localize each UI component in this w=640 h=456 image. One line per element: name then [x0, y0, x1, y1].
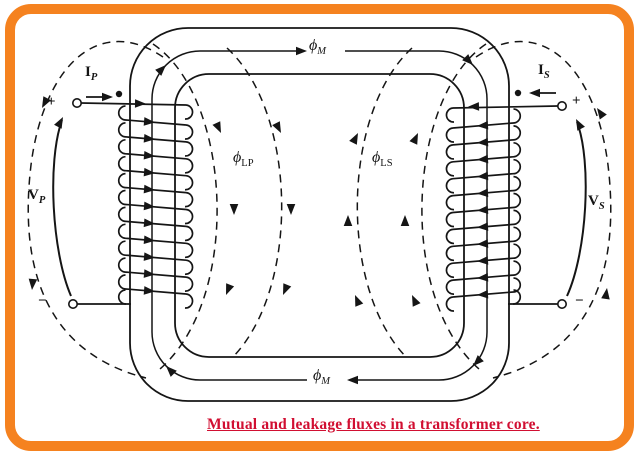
- plus-sign-primary: +: [47, 94, 56, 110]
- primary-right-turn-arcs: [184, 104, 194, 309]
- leakage-secondary-arrows: [343, 105, 612, 307]
- leakage-secondary-outer-loop: [475, 40, 612, 379]
- voltage-primary-arc: [52, 119, 72, 297]
- leakage-primary-window-inner: [152, 43, 218, 370]
- primary-terminal-top: [72, 98, 83, 109]
- phi-symbol: ϕ: [313, 367, 322, 384]
- secondary-terminal-top: [556, 101, 567, 112]
- phi-symbol: ϕ: [233, 149, 242, 166]
- transformer-core: [129, 27, 510, 402]
- polarity-dot-secondary: [514, 89, 522, 97]
- secondary-terminal-bottom: [556, 298, 567, 309]
- primary-lead-top: [80, 102, 187, 106]
- label-leakage-flux-primary: ϕLP: [233, 149, 254, 169]
- mutual-flux-arrows: [155, 46, 484, 385]
- secondary-current-arrows: [467, 102, 489, 300]
- caption: Mutual and leakage fluxes in a transform…: [207, 416, 540, 433]
- primary-left-turn-arcs: [117, 105, 127, 305]
- leakage-secondary-window-inner: [421, 43, 487, 370]
- secondary-left-turn-arcs: [445, 107, 455, 312]
- label-secondary-voltage: VS: [588, 193, 605, 212]
- primary-front-wires: [125, 119, 187, 295]
- mutual-flux-path: [151, 50, 488, 381]
- primary-terminal-bottom: [68, 298, 79, 309]
- primary-winding: [77, 102, 194, 309]
- voltage-arrows: [52, 119, 587, 297]
- leakage-primary-window-outer: [226, 47, 283, 359]
- leakage-flux-secondary: [356, 40, 612, 379]
- minus-sign-primary: −: [38, 293, 47, 309]
- label-secondary-current: IS: [538, 62, 550, 81]
- orange-frame: [5, 4, 634, 451]
- leakage-flux-primary: [27, 40, 283, 379]
- polarity-dot-primary: [115, 90, 123, 98]
- core-inner-edge: [174, 73, 465, 358]
- phi-symbol: ϕ: [309, 37, 318, 54]
- leakage-primary-arrows: [27, 96, 296, 297]
- current-direction-arrows: [86, 92, 556, 98]
- leakage-primary-outer-loop: [27, 40, 164, 379]
- minus-sign-secondary: −: [575, 293, 584, 309]
- label-primary-voltage: VP: [28, 187, 46, 206]
- label-primary-current: IP: [85, 64, 98, 83]
- leakage-secondary-window-outer: [356, 47, 413, 359]
- label-mutual-flux-top: ϕM: [309, 37, 327, 57]
- voltage-secondary-arc: [566, 121, 587, 297]
- label-leakage-flux-secondary: ϕLS: [372, 149, 393, 169]
- phi-symbol: ϕ: [372, 149, 381, 166]
- secondary-right-turn-arcs: [512, 108, 522, 305]
- plus-sign-secondary: +: [572, 93, 581, 109]
- core-outer-edge: [129, 27, 510, 402]
- label-mutual-flux-bottom: ϕM: [313, 367, 331, 387]
- terminals: [68, 98, 567, 309]
